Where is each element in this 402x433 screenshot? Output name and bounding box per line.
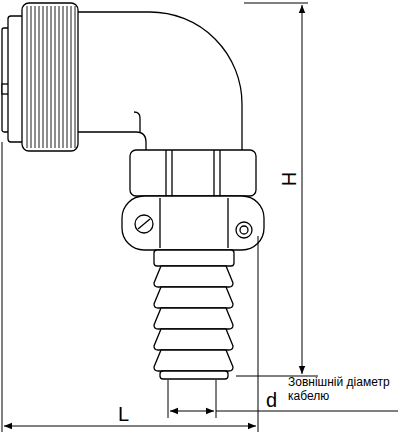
barb-end: [160, 371, 228, 379]
knurl-stroke: [75, 6, 76, 148]
knurl-stroke: [39, 6, 40, 148]
dimension-lines: [2, 3, 398, 432]
knurl-stroke: [59, 6, 60, 148]
knurl-stroke: [51, 6, 52, 148]
barb-ring: [154, 308, 233, 329]
knurl-stroke: [55, 6, 56, 148]
clamp-screw: [135, 215, 153, 233]
knurl-stroke: [31, 6, 32, 148]
coupling-nut: [130, 150, 256, 196]
tail-collar: [154, 250, 234, 266]
knurl-stroke: [67, 6, 68, 148]
elbow-body: [74, 12, 242, 152]
barb-ring: [154, 329, 233, 350]
knurl-stroke: [27, 6, 28, 148]
barb-ring: [154, 287, 233, 308]
knurled-nut: [22, 3, 78, 151]
dimension-height: H: [278, 172, 300, 186]
knurl-stroke: [63, 6, 64, 148]
barb-ring: [154, 266, 233, 287]
dimension-note: Зовнішній діаметр кабелю: [288, 375, 396, 403]
clamp-screw: [236, 222, 252, 238]
knurl-stroke: [71, 6, 72, 148]
hose-barb: [154, 266, 233, 379]
elbow-flange: [134, 112, 140, 132]
barb-ring: [154, 350, 233, 371]
knurl-stroke: [47, 6, 48, 148]
knurl-stroke: [43, 6, 44, 148]
cable-clamp: [122, 196, 264, 250]
knurl-stroke: [35, 6, 36, 148]
dimension-length: L: [118, 403, 129, 425]
dimension-diameter: d: [266, 389, 277, 411]
